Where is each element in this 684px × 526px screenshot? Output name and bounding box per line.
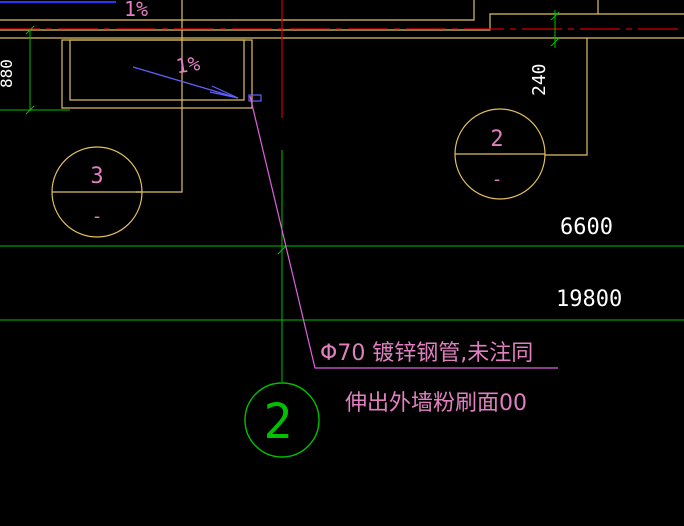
dimension-240: 240 bbox=[529, 63, 550, 96]
axis-bubble-2[interactable] bbox=[244, 382, 320, 458]
slope-arrow bbox=[132, 66, 262, 102]
section-bubble-2[interactable] bbox=[454, 108, 546, 200]
bubble-2-number: 2 bbox=[490, 127, 503, 152]
slope-label-top: 1% bbox=[124, 0, 148, 21]
dimension-19800: 19800 bbox=[556, 287, 622, 312]
pipe-note-line-1: Φ70 镀锌钢管,未注同 bbox=[320, 341, 533, 366]
bubble-3-sub: - bbox=[92, 206, 103, 227]
slope-label: 1% bbox=[174, 51, 201, 78]
dimension-6600: 6600 bbox=[560, 215, 613, 240]
red-axis-lines bbox=[0, 0, 684, 118]
pipe-note-line-2: 伸出外墙粉刷面00 bbox=[345, 391, 527, 416]
wall-outline bbox=[0, 0, 684, 193]
leader-line bbox=[249, 95, 558, 369]
bubble-2-sub: - bbox=[492, 169, 503, 190]
axis-bubble-2-label: 2 bbox=[264, 394, 293, 450]
dimension-lines bbox=[0, 10, 684, 382]
dimension-880: 880 bbox=[0, 59, 16, 88]
section-bubble-3[interactable] bbox=[51, 146, 143, 238]
bubble-3-number: 3 bbox=[90, 164, 103, 189]
